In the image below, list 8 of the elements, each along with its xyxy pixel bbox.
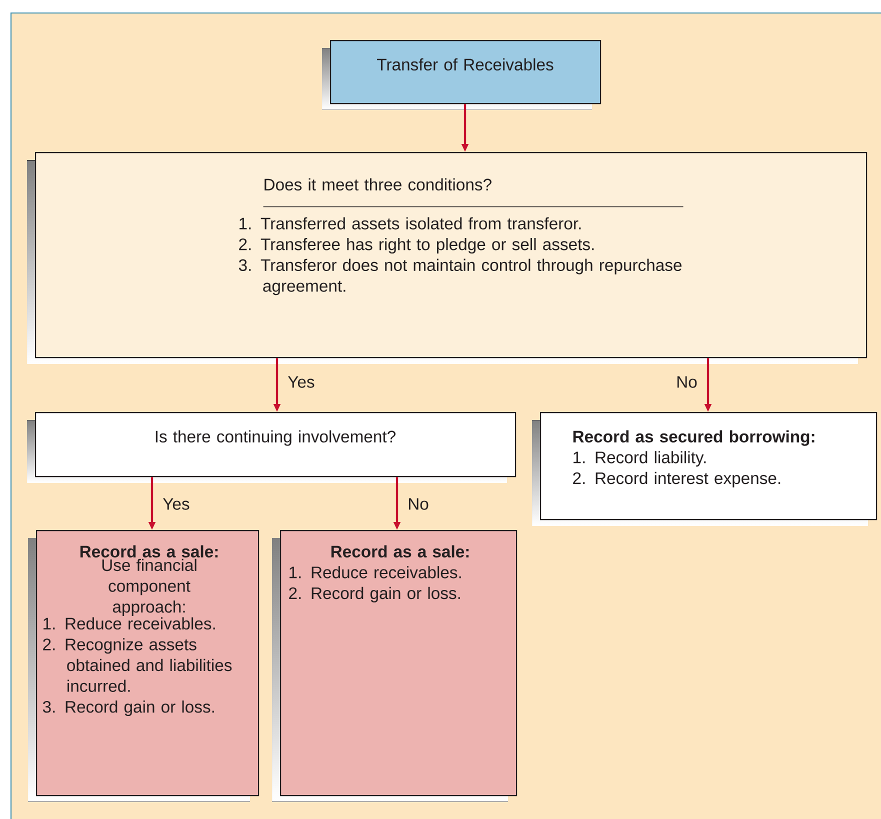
edge-label: Yes <box>286 374 316 390</box>
edge-label: Yes <box>161 496 192 512</box>
process-box: Record as a sale: Use financial component approach: 1. Reduce receivables. 2. Recognize assets obtained and liabilities incurred. 3. Record gain or loss. <box>28 530 260 802</box>
process-box: Is there continuing involvement? <box>27 412 516 483</box>
process-box: Record as secured borrowing: 1. Record liability. 2. Record interest expense. <box>532 412 878 526</box>
process-box: Does it meet three conditions? 1. Transferred assets isolated from transferor. 2. Transferee has right to pledge or sell assets. 3. Transferor does not maintain control through repurchase agreement. <box>27 152 868 364</box>
process-box: Transfer of Receivables <box>322 40 602 110</box>
process-box: Record as a sale: 1. Reduce receivables. 2. Record gain or loss. <box>272 530 518 802</box>
